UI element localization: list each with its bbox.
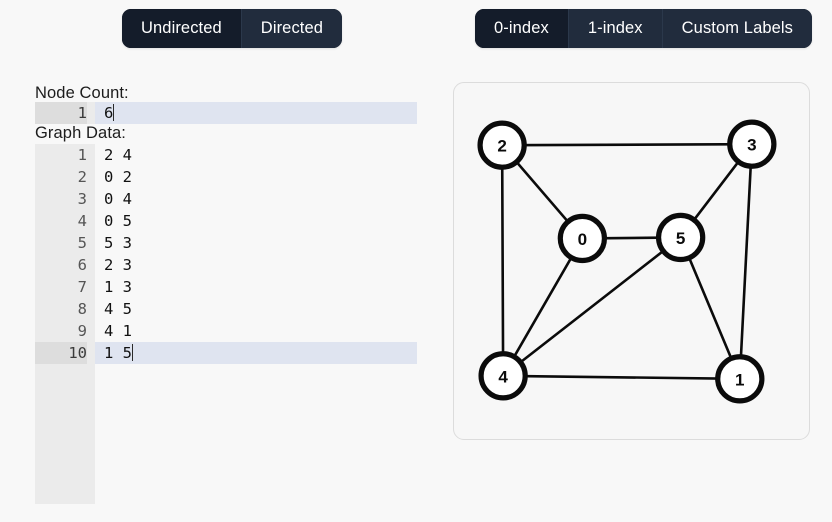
line-number: 2	[77, 168, 87, 186]
node-label: 5	[676, 229, 685, 248]
graph-edge-2-4	[500, 143, 505, 378]
code-line-text: 4 5	[104, 300, 132, 318]
code-line[interactable]: 5 3	[104, 232, 417, 254]
code-line-text: 0 2	[104, 168, 132, 186]
node-circle[interactable]	[727, 119, 777, 169]
node-circle[interactable]	[478, 351, 528, 401]
node-count-content[interactable]: 6	[95, 102, 417, 124]
graph-node-5[interactable]: 5	[655, 212, 706, 263]
graph-data-editor[interactable]: 1 2 3 4 5 6 7 8 9 10 2 4 0 2 0 4 0 5 5 3 2 3 1 3 4 5 4 1 1…	[35, 144, 417, 504]
graph-edge-4-1	[501, 374, 742, 381]
graph-node-0[interactable]: 0	[557, 213, 608, 264]
node-label: 4	[498, 367, 508, 386]
toggle-option-directed[interactable]: Directed	[240, 9, 343, 48]
code-line-text: 2 3	[104, 256, 132, 274]
edge-layer	[500, 142, 754, 381]
graph-data-gutter: 1 2 3 4 5 6 7 8 9 10	[35, 144, 95, 504]
line-number: 10	[35, 342, 87, 364]
graph-edge-2-3	[500, 142, 754, 147]
graph-node-3[interactable]: 3	[727, 119, 777, 169]
code-line-text: 1 3	[104, 278, 132, 296]
graph-canvas[interactable]: 2 3 0 5 4 1	[454, 83, 809, 439]
code-line[interactable]: 0 5	[104, 210, 417, 232]
toggle-option-0-index[interactable]: 0-index	[475, 9, 568, 48]
code-line-text: 6	[104, 104, 114, 122]
toggle-option-undirected[interactable]: Undirected	[122, 9, 241, 48]
node-count-gutter: 1	[35, 102, 95, 124]
text-caret	[132, 344, 133, 361]
graph-data-content[interactable]: 2 4 0 2 0 4 0 5 5 3 2 3 1 3 4 5 4 1 1 5	[95, 144, 417, 504]
code-line[interactable]: 6	[95, 102, 417, 124]
toggle-option-1-index[interactable]: 1-index	[567, 9, 662, 48]
code-line[interactable]: 1 3	[104, 276, 417, 298]
code-line[interactable]: 4 5	[104, 298, 417, 320]
code-line[interactable]: 2 3	[104, 254, 417, 276]
line-number: 6	[77, 256, 87, 274]
graph-edge-1-3	[738, 142, 754, 381]
code-line-text: 2 4	[104, 146, 132, 164]
graph-visualization-panel[interactable]: 2 3 0 5 4 1	[453, 82, 810, 440]
node-circle[interactable]	[655, 212, 706, 263]
node-layer: 2 3 0 5 4 1	[477, 119, 777, 404]
line-number: 8	[77, 300, 87, 318]
toggle-option-custom-labels[interactable]: Custom Labels	[661, 9, 813, 48]
graph-node-1[interactable]: 1	[715, 354, 765, 404]
code-line-text: 5 3	[104, 234, 132, 252]
code-line-text: 0 5	[104, 212, 132, 230]
graph-node-2[interactable]: 2	[477, 120, 527, 170]
text-caret	[113, 104, 115, 121]
code-line[interactable]: 0 4	[104, 188, 417, 210]
line-number: 5	[77, 234, 87, 252]
code-line-text: 4 1	[104, 322, 132, 340]
line-number: 9	[77, 322, 87, 340]
code-line[interactable]: 2 4	[104, 144, 417, 166]
code-line-text: 0 4	[104, 190, 132, 208]
node-count-editor[interactable]: 1 6	[35, 102, 417, 124]
node-count-label: Node Count:	[35, 84, 129, 102]
graph-edge-4-5	[501, 236, 682, 378]
node-circle[interactable]	[715, 354, 765, 404]
line-number: 7	[77, 278, 87, 296]
line-number: 1	[77, 146, 87, 164]
line-number: 3	[77, 190, 87, 208]
line-number: 1	[35, 102, 87, 124]
graph-edge-0-4	[501, 237, 584, 378]
graph-edge-1-5	[679, 236, 742, 381]
node-circle[interactable]	[557, 213, 608, 264]
code-line[interactable]: 1 5	[95, 342, 417, 364]
graph-data-label: Graph Data:	[35, 124, 126, 142]
node-circle[interactable]	[477, 120, 527, 170]
node-label: 1	[735, 370, 744, 389]
node-label: 3	[747, 136, 756, 155]
code-line[interactable]: 0 2	[104, 166, 417, 188]
graph-node-4[interactable]: 4	[478, 351, 528, 401]
code-line[interactable]: 4 1	[104, 320, 417, 342]
node-label: 0	[578, 230, 587, 249]
node-label: 2	[497, 137, 506, 156]
code-line-text: 1 5	[104, 344, 132, 362]
line-number: 4	[77, 212, 87, 230]
